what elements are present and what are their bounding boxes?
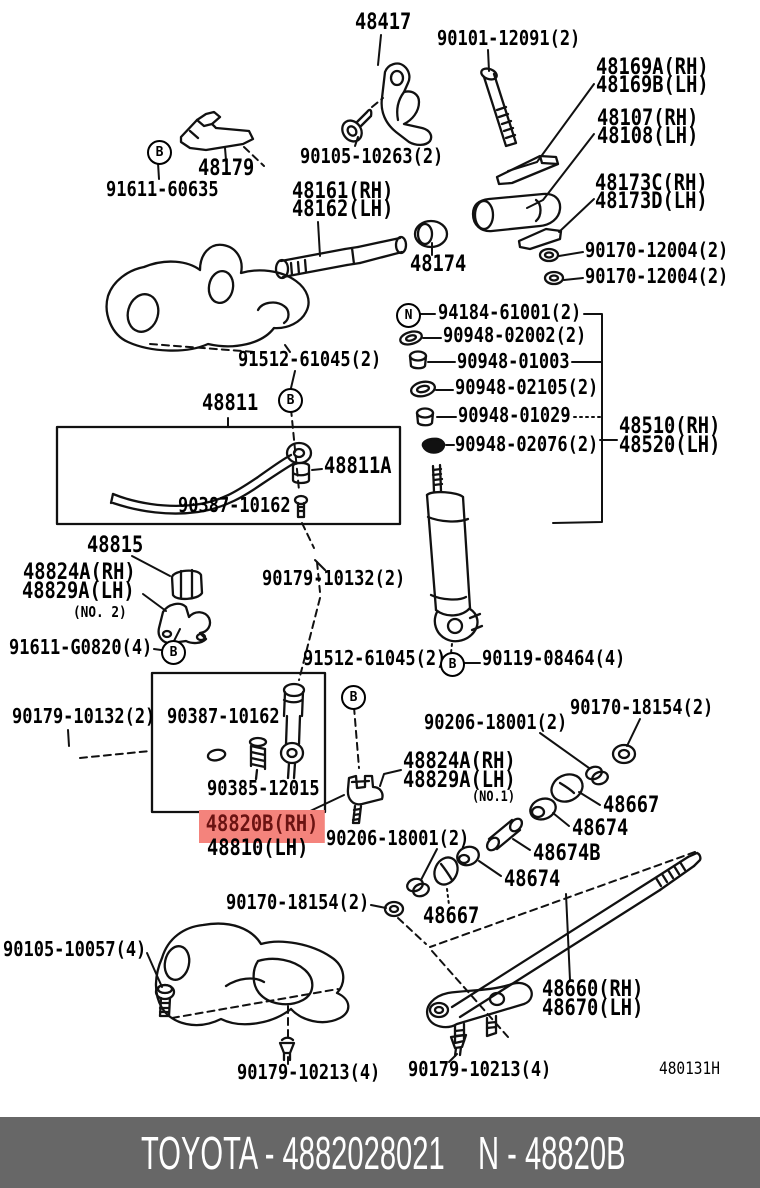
part-label-48810: 48810(LH)	[207, 836, 309, 861]
part-label-91512-61045b: 91512-61045(2)	[303, 646, 447, 670]
part-label-48829a-no2: 48829A(LH)	[22, 579, 135, 604]
part-label-48108: 48108(LH)	[597, 124, 699, 149]
part-label-90179-10132a: 90179-10132(2)	[262, 566, 406, 590]
callout-b3: B	[161, 640, 186, 665]
diagram-art	[55, 34, 702, 1065]
torsion-bar-drawing	[425, 851, 702, 1058]
callout-b1: B	[147, 140, 172, 165]
shock-mount-parts-icons	[399, 330, 446, 454]
part-label-48660: 48660(RH)	[542, 977, 644, 1002]
part-label-48174: 48174	[410, 252, 467, 277]
part-label-91512-61045a: 91512-61045(2)	[238, 347, 382, 371]
callout-n1: N	[396, 303, 421, 328]
label-bracket-lines	[552, 313, 618, 524]
footer-bar: TOYOTA - 4882028021 N - 48820B	[0, 1117, 760, 1188]
part-label-48417: 48417	[355, 10, 412, 35]
part-label-48820b[interactable]: 48820B(RH)	[199, 810, 326, 843]
part-label-48169b: 48169B(LH)	[596, 73, 709, 98]
part-label-90387-10162a: 90387-10162	[178, 493, 291, 517]
part-label-90170-18154a: 90170-18154(2)	[570, 695, 714, 719]
part-label-90948-02002: 90948-02002(2)	[443, 323, 587, 347]
part-label-48829a-no1: 48829A(LH)	[403, 768, 516, 793]
part-label-48162: 48162(LH)	[292, 197, 394, 222]
stabilizer-bracket-no1-drawing	[346, 774, 384, 825]
part-label-48824a-no1: 48824A(RH)	[403, 749, 516, 774]
upper-control-arm-drawing	[105, 243, 310, 352]
part-label-91611-60635: 91611-60635	[106, 177, 219, 201]
lower-shield-drawing	[154, 922, 350, 1062]
stabilizer-bracket-no2-drawing	[157, 568, 212, 645]
part-label-90387-10162b: 90387-10162	[167, 704, 280, 728]
part-label-90105-10057: 90105-10057(4)	[3, 937, 147, 961]
part-label-48815: 48815	[87, 533, 144, 558]
part-label-48520: 48520(LH)	[619, 433, 721, 458]
part-label-48169a: 48169A(RH)	[596, 55, 709, 80]
callout-b4: B	[440, 652, 465, 677]
dotted-lines	[446, 643, 453, 906]
part-label-48667b: 48667	[423, 904, 480, 929]
part-label-90170-18154b: 90170-18154(2)	[226, 890, 370, 914]
part-label-48674c: 48674	[504, 867, 561, 892]
part-label-91611-g0820: 91611-G0820(4)	[9, 635, 153, 659]
dashed-lines	[79, 97, 696, 1041]
part-label-90119-08464: 90119-08464(4)	[482, 646, 626, 670]
part-label-48824a-no2: 48824A(RH)	[23, 560, 136, 585]
part-label-480131h: 480131H	[659, 1059, 720, 1079]
part-label-94184-61001: 94184-61001(2)	[438, 300, 582, 324]
part-label-48107: 48107(RH)	[597, 106, 699, 131]
part-label-90206-18001a: 90206-18001(2)	[424, 710, 568, 734]
footer-catalog-number: TOYOTA - 4882028021	[141, 1126, 445, 1179]
part-label-90179-10132b: 90179-10132(2)	[12, 704, 156, 728]
part-label-48161: 48161(RH)	[292, 179, 394, 204]
part-label-90948-02076: 90948-02076(2)	[455, 432, 599, 456]
part-label-48670: 48670(LH)	[542, 996, 644, 1021]
part-label-48667a: 48667	[603, 793, 660, 818]
part-label-no2: (NO. 2)	[73, 603, 127, 621]
arm-shaft-bushing-drawing	[274, 219, 449, 280]
part-label-90206-18001b: 90206-18001(2)	[326, 826, 470, 850]
part-label-90385-12015: 90385-12015	[207, 776, 320, 800]
part-label-90105-10263: 90105-10263(2)	[300, 144, 444, 168]
bracket-48179-drawing	[179, 110, 255, 152]
shock-absorber-drawing	[425, 463, 484, 643]
part-label-90948-01029: 90948-01029	[458, 403, 571, 427]
footer-part-code: N - 48820B	[478, 1126, 626, 1179]
callout-b5: B	[341, 685, 366, 710]
leader-lines	[67, 34, 641, 1065]
part-label-90170-12004a: 90170-12004(2)	[585, 238, 729, 262]
part-label-90948-02105: 90948-02105(2)	[455, 375, 599, 399]
cushion-washer-parts-drawing	[383, 743, 637, 918]
part-label-90179-10213a: 90179-10213(4)	[237, 1060, 381, 1084]
part-label-90170-12004b: 90170-12004(2)	[585, 264, 729, 288]
callout-b2: B	[278, 388, 303, 413]
part-label-90948-01003: 90948-01003	[457, 349, 570, 373]
camber-adjust-parts-drawing	[341, 62, 565, 286]
part-label-48674b: 48674B	[533, 841, 601, 866]
part-label-48674a: 48674	[572, 816, 629, 841]
part-label-48811a: 48811A	[324, 454, 392, 479]
part-label-48173d: 48173D(LH)	[595, 189, 708, 214]
part-label-48811: 48811	[202, 391, 259, 416]
stabilizer-link-box-drawing	[150, 671, 327, 814]
part-label-48510: 48510(RH)	[619, 414, 721, 439]
part-label-90179-10213b: 90179-10213(4)	[408, 1057, 552, 1081]
part-label-90101-12091: 90101-12091(2)	[437, 26, 581, 50]
part-label-no1: (NO.1)	[472, 789, 515, 805]
part-label-48179: 48179	[198, 156, 255, 181]
part-label-48173c: 48173C(RH)	[595, 171, 708, 196]
